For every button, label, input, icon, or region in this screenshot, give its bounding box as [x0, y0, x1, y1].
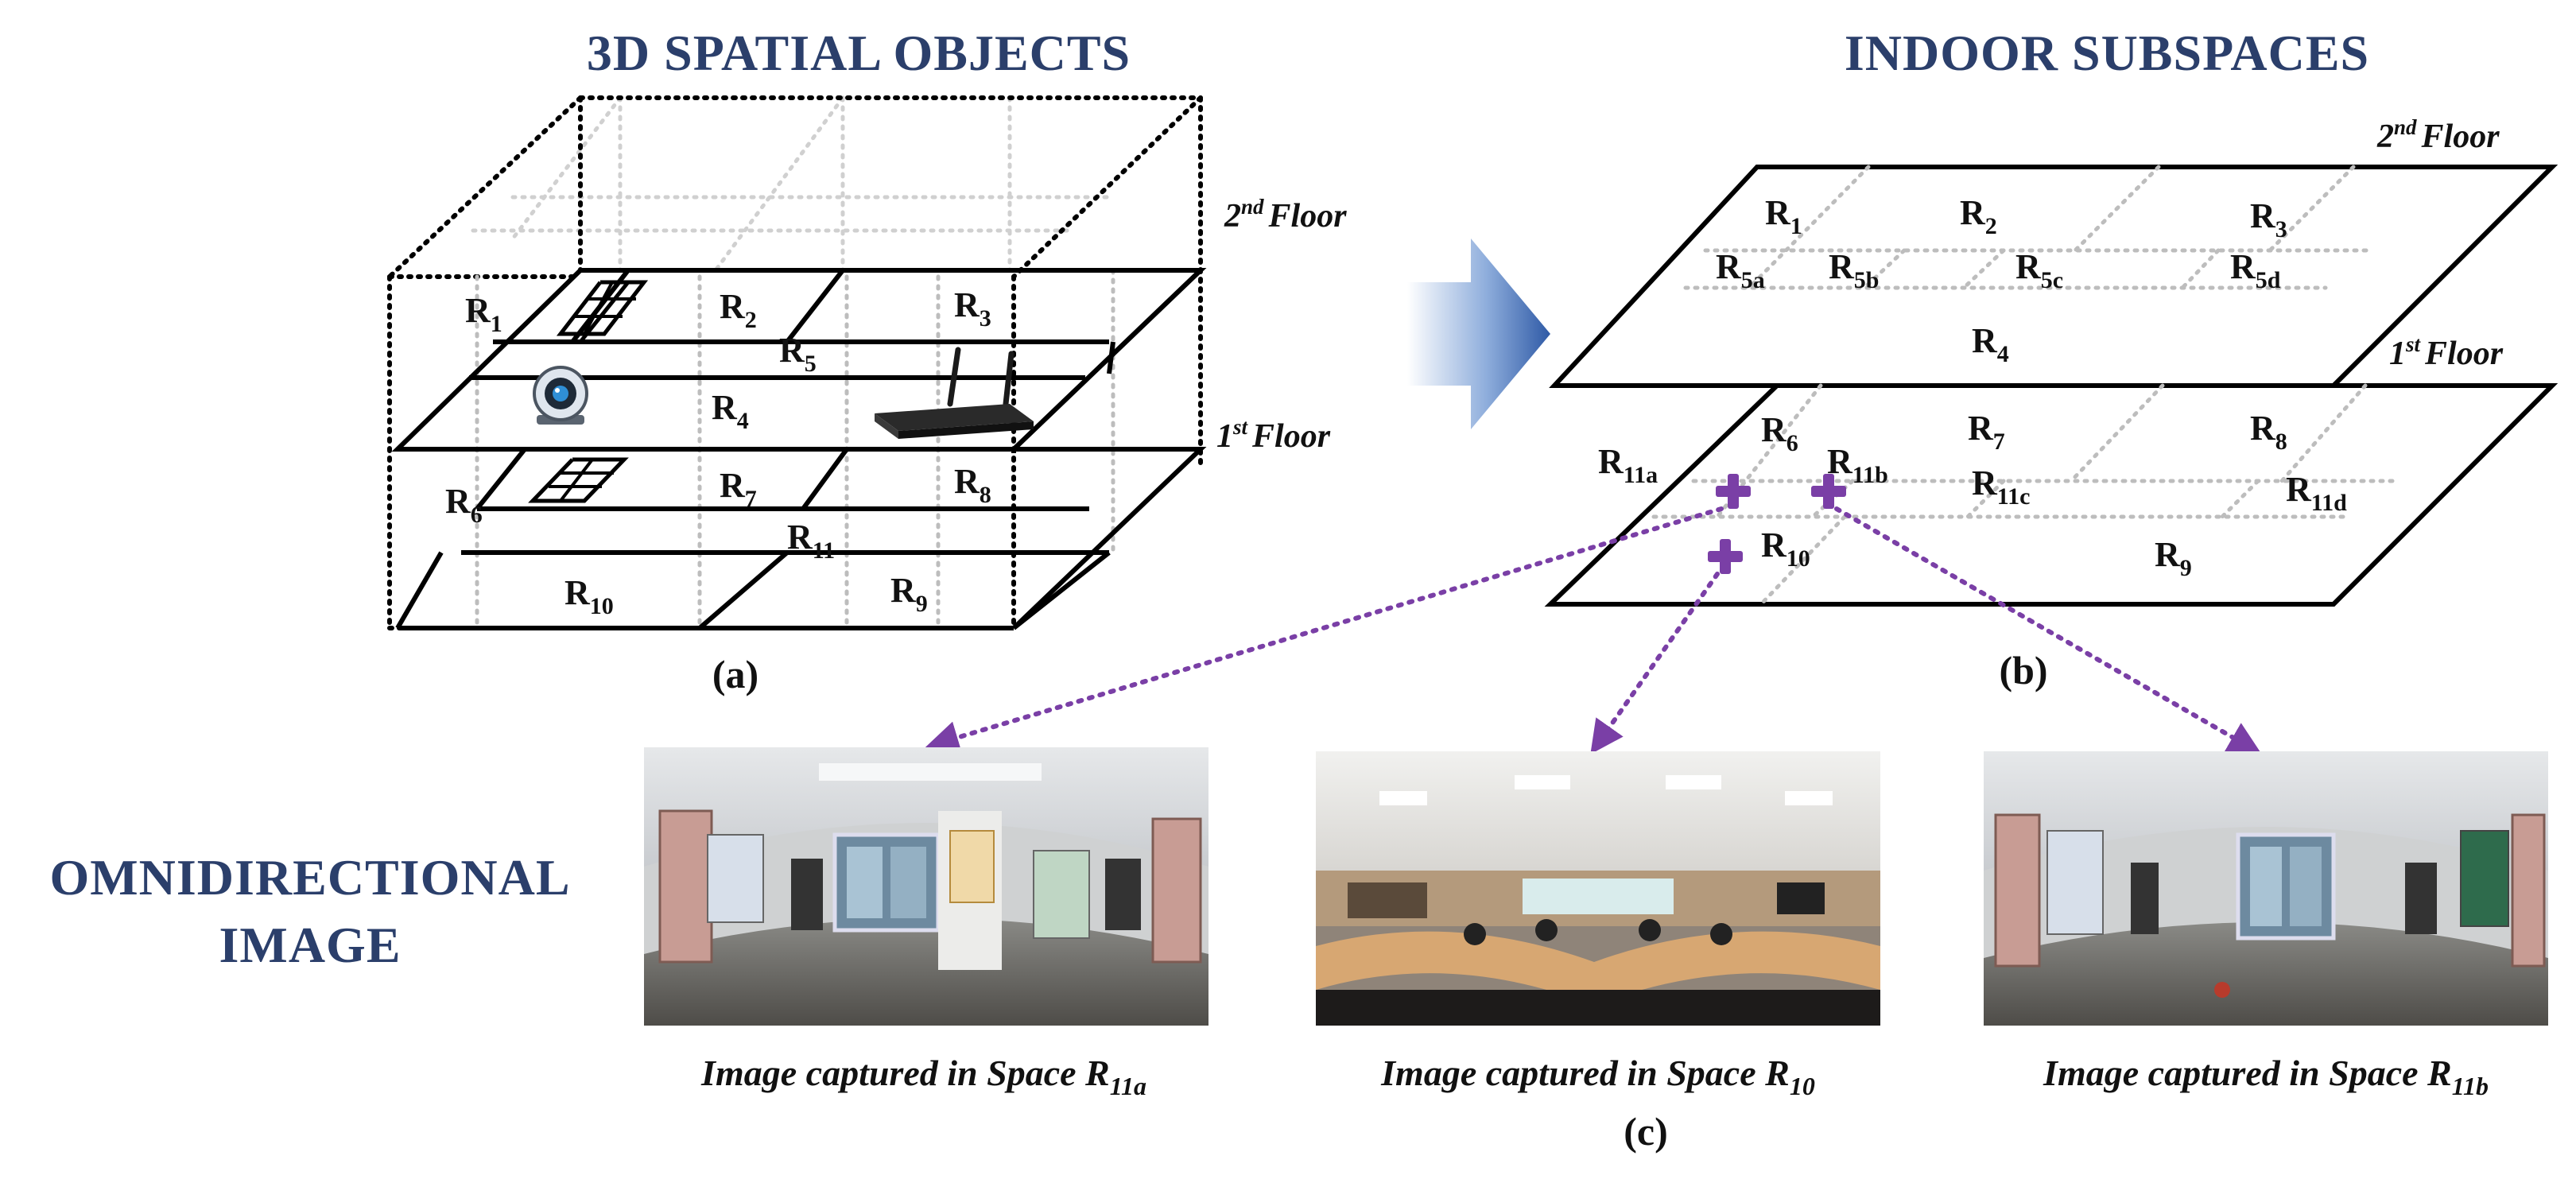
room-label-r10: R10: [564, 573, 614, 619]
room-label-r11c-b: R11c: [1972, 464, 2030, 510]
room-label-r1: R1: [465, 291, 502, 337]
room-label-r8: R8: [954, 462, 991, 508]
room-label-r5c-b: R5c: [2015, 247, 2063, 293]
room-label-r9: R9: [890, 571, 928, 617]
plus-marker-icon: [1716, 474, 1751, 509]
omnidirectional-image-r10: [1316, 751, 1880, 1026]
room-label-r7-b: R7: [1968, 409, 2005, 455]
heading-image: IMAGE: [219, 917, 402, 973]
room-label-r11: R11: [787, 518, 835, 564]
first-floor-plane: [1544, 383, 2559, 607]
room-label-r5a-b: R5a: [1716, 247, 1765, 293]
heading-indoor-subspaces: INDOOR SUBSPACES: [1845, 25, 2369, 81]
capture-pointers: [925, 506, 2262, 754]
caption-r11a: Image captured in Space R11a: [700, 1053, 1146, 1100]
pointer-r10: [1590, 572, 1720, 754]
pointer-r11a: [925, 506, 1724, 754]
room-label-r8-b: R8: [2250, 409, 2287, 455]
caption-r10: Image captured in Space R10: [1380, 1053, 1815, 1100]
room-label-r3: R3: [954, 285, 991, 332]
stair-icon: [528, 457, 629, 503]
first-floor-slab: [395, 447, 1207, 630]
panel-b-subspaces: R1 R2 R3 R5a R5b R5c R5d R4 R6 R7 R8 R11…: [1544, 115, 2559, 692]
panel-a-3d-building: R1 R2 R3 R5 R4 R6 R7 R8 R11 R10 R9 2ndFl…: [387, 95, 1347, 696]
heading-3d-spatial-objects: 3D SPATIAL OBJECTS: [587, 25, 1131, 81]
omnidirectional-image-r11b: [1984, 751, 2548, 1026]
room-label-r5: R5: [779, 331, 817, 377]
omnidirectional-image-r11a: [644, 747, 1208, 1026]
room-label-r6-b: R6: [1761, 410, 1798, 456]
room-label-r1-b: R1: [1765, 193, 1802, 239]
pointer-r11b: [1834, 506, 2262, 754]
second-floor-volume-grid: [471, 95, 1111, 273]
room-label-r11a-b: R11a: [1598, 442, 1658, 488]
panel-label-b: (b): [1999, 648, 2047, 692]
heading-omnidirectional: OMNIDIRECTIONAL: [49, 849, 570, 906]
room-label-r9-b: R9: [2155, 535, 2192, 581]
caption-r11b: Image captured in Space R11b: [2043, 1053, 2489, 1100]
router-icon: [875, 347, 1034, 439]
arrow-right-icon: [1407, 239, 1550, 429]
room-label-r11d-b: R11d: [2286, 470, 2347, 516]
room-label-r3-b: R3: [2250, 196, 2287, 242]
plus-marker-icon: [1708, 539, 1743, 574]
plus-marker-icon: [1811, 474, 1846, 509]
panel-label-a: (a): [712, 652, 758, 696]
panel-label-c: (c): [1624, 1109, 1668, 1154]
room-label-r4: R4: [712, 388, 749, 434]
room-label-r10-b: R10: [1761, 526, 1810, 572]
room-label-r2-b: R2: [1960, 193, 1997, 239]
stair-icon: [556, 280, 649, 343]
room-label-r4-b: R4: [1972, 321, 2009, 367]
room-label-r5b-b: R5b: [1829, 247, 1879, 293]
room-label-r2: R2: [720, 287, 757, 333]
room-label-r5d-b: R5d: [2230, 247, 2281, 293]
room-label-r7: R7: [720, 466, 757, 512]
webcam-icon: [533, 366, 588, 425]
room-label-r6: R6: [445, 482, 483, 528]
